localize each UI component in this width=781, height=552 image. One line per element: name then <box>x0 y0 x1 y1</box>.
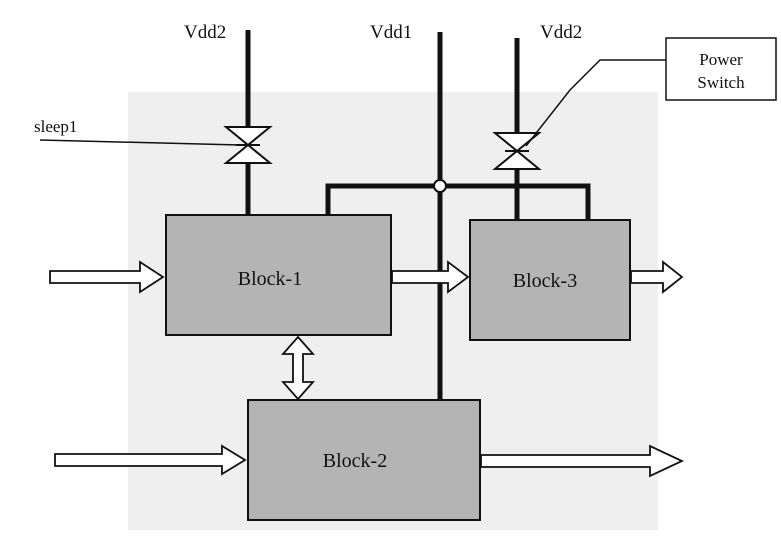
arrow-block1-to-block3 <box>391 260 470 294</box>
vdd2-right-label: Vdd2 <box>540 22 582 43</box>
callout-line2: Switch <box>697 73 745 92</box>
power-switch-callout-box <box>665 37 777 101</box>
callout-line1: Power <box>699 50 743 69</box>
block-3-label: Block-3 <box>513 270 577 292</box>
vdd2-left-label: Vdd2 <box>184 22 226 43</box>
block-2-label: Block-2 <box>323 450 387 472</box>
bus-junction-node <box>433 179 447 193</box>
sleep1-label: sleep1 <box>34 117 77 136</box>
sleep1-line <box>39 139 241 146</box>
block-3 <box>469 219 631 341</box>
bidirectional-arrow-block1-block2 <box>281 335 315 401</box>
input-arrow-block2 <box>54 444 247 476</box>
output-arrow-block2 <box>480 444 685 478</box>
vdd1-label: Vdd1 <box>370 22 412 43</box>
block-2 <box>247 399 481 521</box>
callout-leader <box>525 59 666 147</box>
block-1 <box>165 214 392 336</box>
input-arrow-block1 <box>49 260 165 294</box>
block-1-label: Block-1 <box>238 268 302 290</box>
output-arrow-block3 <box>630 260 684 294</box>
vdd1-bus <box>325 183 591 220</box>
